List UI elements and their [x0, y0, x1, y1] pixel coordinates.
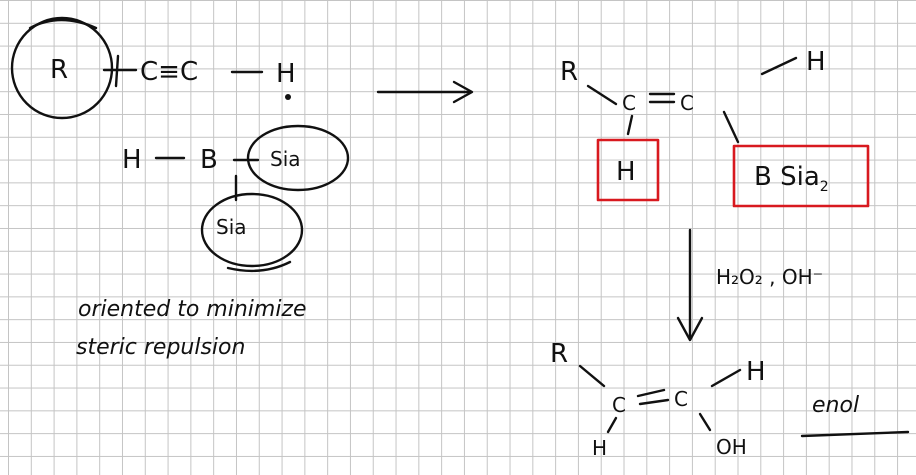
vinylborane-intermediate: R C C H H B Sia2 [560, 47, 870, 208]
note-line-2: steric repulsion [76, 335, 245, 360]
bond-c-b-down [722, 110, 740, 144]
borane-b-label: B [200, 145, 218, 175]
bond-c-h [710, 368, 742, 388]
arrow-head [452, 80, 474, 104]
bond-r-c [578, 364, 606, 388]
alkyne-reactant: R C≡C H [10, 16, 296, 120]
bond-c-h-down [606, 416, 618, 434]
circle-overstroke [28, 18, 98, 30]
double-bond-top [636, 388, 666, 398]
product-r-label: R [550, 339, 568, 369]
bsia2-label: B Sia2 [754, 162, 829, 195]
bond-r-c [586, 84, 618, 106]
h-highlight-box [596, 138, 660, 202]
hydrogen-dot [285, 94, 291, 100]
enol-label: enol [812, 393, 859, 418]
enol-underline [800, 430, 910, 438]
intermediate-h-boxed: H [616, 157, 636, 187]
bsia2-subscript: 2 [820, 179, 829, 195]
bond-c-h [760, 56, 798, 76]
product-c-left: C [612, 393, 626, 417]
intermediate-r-label: R [560, 57, 578, 87]
bond-c-h-down [626, 114, 634, 136]
circle-overstroke-2 [226, 260, 292, 273]
sia-down-label: Sia [216, 215, 247, 239]
alkyne-triple-bond: C≡C [140, 57, 198, 87]
product-h-top: H [746, 357, 766, 387]
alkyne-h-label: H [276, 59, 296, 89]
disiamylborane: H B Sia Sia [122, 124, 350, 273]
sia-right-circle [246, 124, 350, 192]
product-oh-label: OH [716, 435, 747, 459]
alkyne-r-label: R [50, 55, 68, 85]
double-bond-bottom [638, 398, 670, 406]
r-group-circle [10, 16, 114, 120]
reaction-arrow-right [376, 80, 474, 104]
bsia2-main: B Sia [754, 162, 820, 192]
reagent-label: H₂O₂ , OH⁻ [716, 265, 823, 289]
reaction-arrow-down [676, 228, 704, 342]
enol-product: R C C H H OH enol [550, 339, 910, 460]
product-c-right: C [674, 387, 688, 411]
intermediate-h-top: H [806, 47, 826, 77]
product-h-bottom: H [592, 436, 607, 460]
intermediate-c-right: C [680, 91, 694, 115]
sia-right-label: Sia [270, 147, 301, 171]
sia-down-circle [200, 192, 304, 268]
bond-c-oh [698, 412, 712, 432]
bsia2-highlight-box [732, 144, 870, 208]
note-line-1: oriented to minimize [78, 297, 307, 322]
intermediate-c-left: C [622, 91, 636, 115]
borane-h-label: H [122, 145, 142, 175]
arrow-head [676, 316, 704, 342]
bond-cross-tick [114, 54, 120, 88]
